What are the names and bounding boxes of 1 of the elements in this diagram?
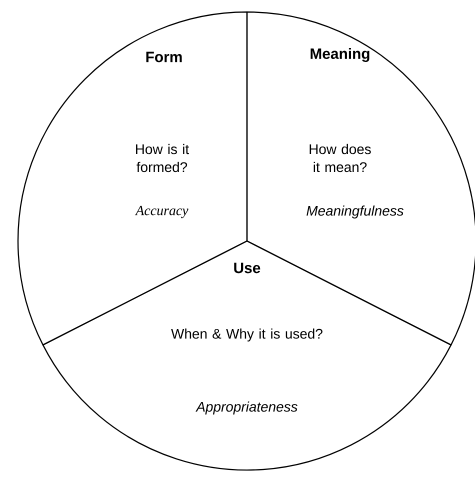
- circle-sector: Use When & Why it is used? Appropriateness: [42, 240, 452, 470]
